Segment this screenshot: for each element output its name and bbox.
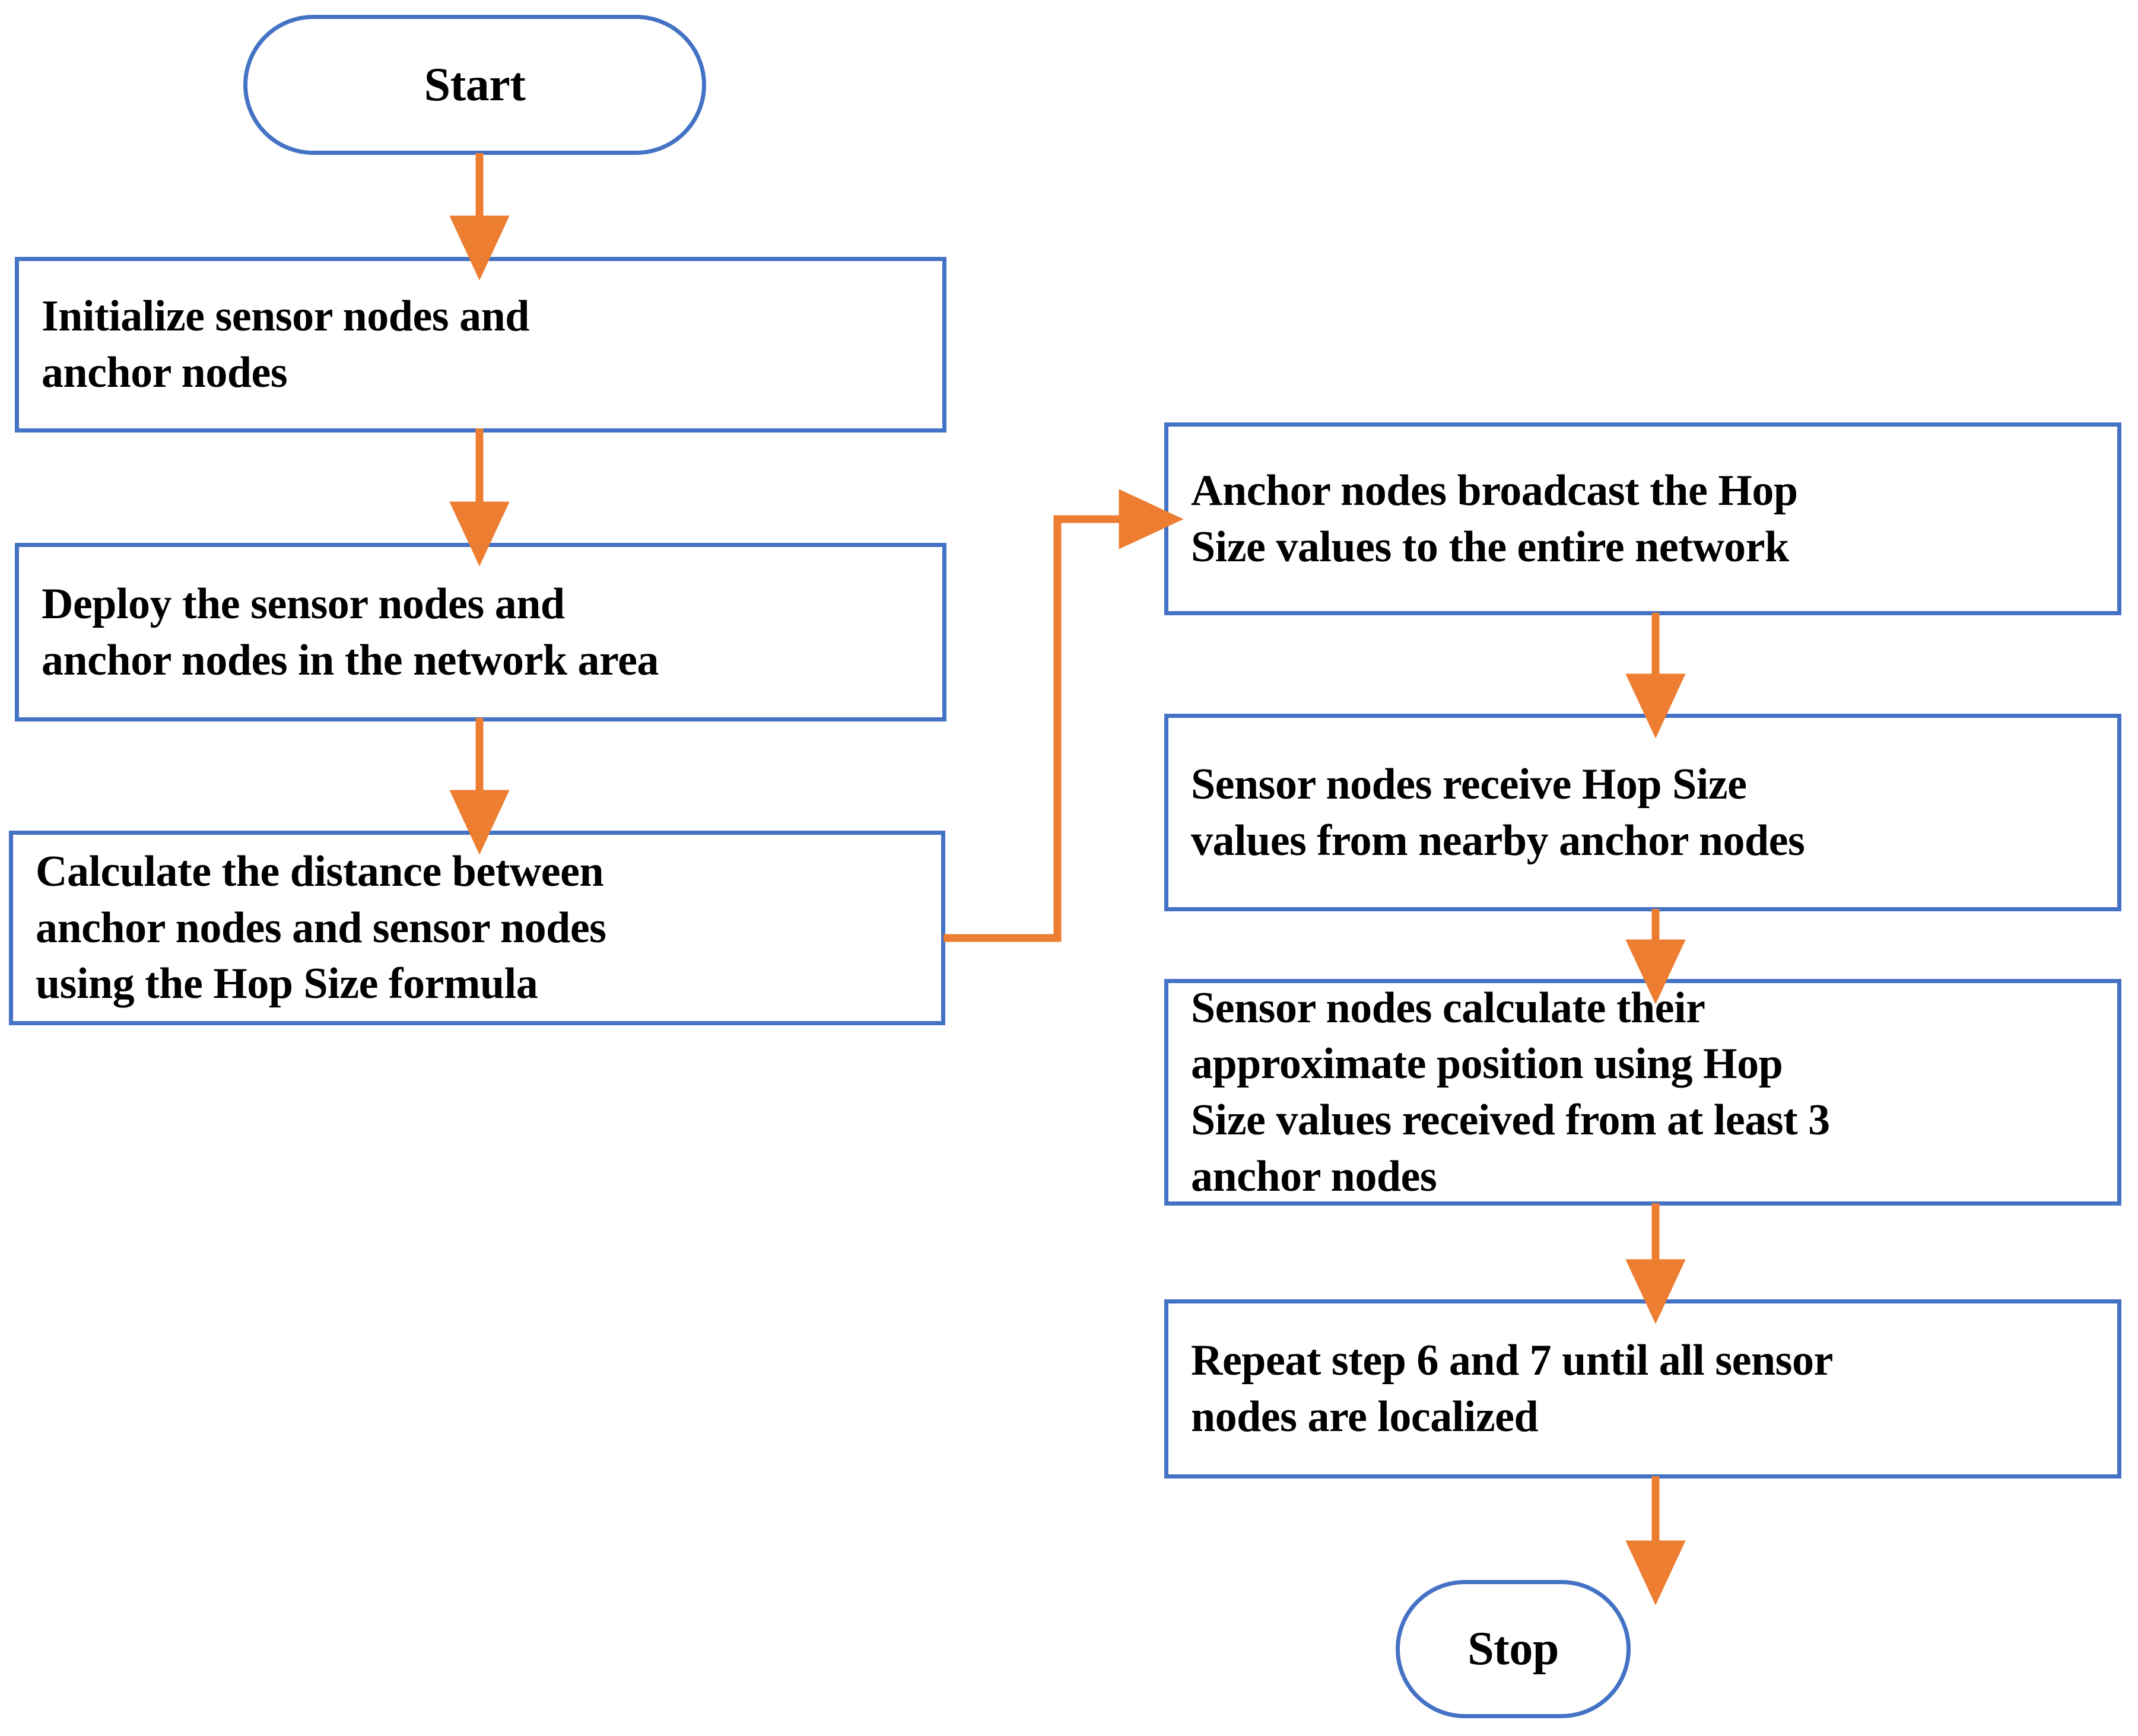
node-initialize-label: Initialize sensor nodes and anchor nodes	[42, 292, 529, 397]
node-repeat-label: Repeat step 6 and 7 until all sensor nod…	[1191, 1336, 1833, 1441]
node-receive-label: Sensor nodes receive Hop Size values fro…	[1191, 759, 1805, 865]
node-compute-position-label: Sensor nodes calculate their approximate…	[1191, 983, 1830, 1201]
node-deploy-label: Deploy the sensor nodes and anchor nodes…	[42, 579, 659, 685]
node-repeat[interactable]: Repeat step 6 and 7 until all sensor nod…	[1164, 1299, 2121, 1479]
node-compute-position[interactable]: Sensor nodes calculate their approximate…	[1164, 979, 2121, 1206]
node-stop-label: Stop	[1467, 1623, 1559, 1675]
node-stop[interactable]: Stop	[1396, 1580, 1631, 1718]
node-start-label: Start	[424, 58, 526, 111]
node-broadcast[interactable]: Anchor nodes broadcast the Hop Size valu…	[1164, 422, 2121, 615]
node-receive[interactable]: Sensor nodes receive Hop Size values fro…	[1164, 714, 2121, 911]
node-start[interactable]: Start	[243, 15, 706, 155]
node-calculate-distance-label: Calculate the distance between anchor no…	[36, 847, 606, 1009]
edge-calculate-to-broadcast	[943, 489, 1184, 942]
node-broadcast-label: Anchor nodes broadcast the Hop Size valu…	[1191, 466, 1798, 571]
